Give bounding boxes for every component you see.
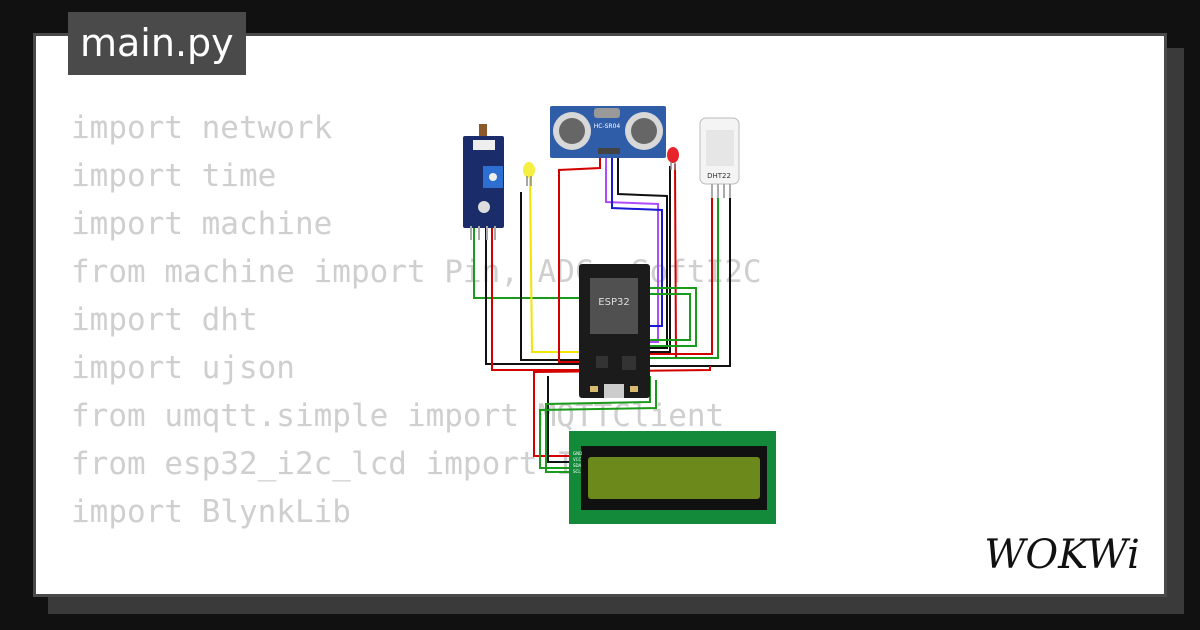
wire-black [648, 196, 731, 367]
code-line: import BlynkLib [71, 494, 351, 530]
wokwi-brand: WOKWi [984, 532, 1140, 576]
wire-green [648, 293, 691, 341]
code-line: import machine [71, 206, 333, 242]
yellow-led [523, 162, 535, 186]
wire-black [617, 152, 668, 349]
code-line: # Blynk authentication token [71, 590, 594, 594]
wire-black [520, 192, 582, 361]
lcd-display: GND VCC SDA SCL [569, 431, 776, 524]
esp32-board: ESP32 [579, 264, 650, 398]
wokwi-logo: WOKWi [984, 532, 1140, 576]
lcd-pin-scl: SCL [573, 469, 581, 474]
wire-blue [611, 152, 663, 327]
wire-black [648, 166, 671, 353]
ultrasonic-sensor: HC-SR04 [550, 106, 666, 158]
wire-green [539, 380, 657, 469]
red-led [667, 147, 679, 170]
wire-green [473, 228, 582, 299]
wire-green [648, 196, 719, 359]
code-background: import network import time import machin… [71, 104, 762, 594]
wire-red [491, 228, 580, 371]
code-line: from machine import Pin, ADC, SoftI2C [71, 254, 762, 290]
wire-red [648, 196, 713, 355]
code-line: from umqtt.simple import MQTTClient [71, 398, 725, 434]
code-line: import network [71, 110, 333, 146]
wire-red [558, 152, 601, 363]
light-sensor-module [463, 124, 504, 240]
wire-purple [605, 152, 659, 343]
code-line: import dht [71, 302, 258, 338]
wire-green [648, 287, 697, 347]
code-line: import ujson [71, 350, 295, 386]
dht22-label: DHT22 [707, 172, 731, 180]
lcd-pin-gnd: GND [573, 451, 582, 456]
wire-yellow [529, 177, 582, 353]
code-line: import time [71, 158, 277, 194]
ultrasonic-label: HC-SR04 [594, 123, 621, 130]
dht22-sensor: DHT22 [699, 117, 740, 198]
esp32-label: ESP32 [598, 297, 629, 308]
wire-black [547, 376, 572, 463]
lcd-pin-vcc: VCC [573, 457, 582, 462]
lcd-pin-sda: SDA [573, 463, 582, 468]
filename-tab: main.py [68, 12, 246, 75]
wire-black [485, 228, 582, 365]
